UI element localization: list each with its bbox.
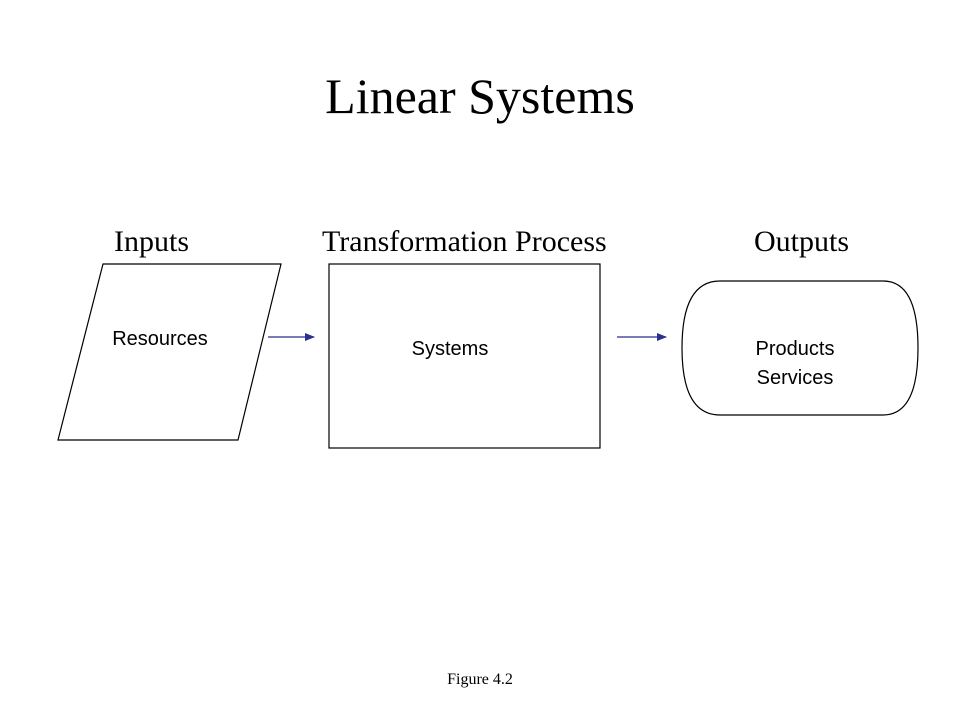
systems-label: Systems: [411, 338, 489, 360]
resources-parallelogram: [57, 263, 282, 441]
products-label: Products: [755, 338, 835, 360]
resources-label: Resources: [112, 328, 208, 350]
slide-title: Linear Systems: [325, 68, 635, 124]
services-label: Services: [756, 367, 834, 389]
outputs-terminator-shape: [681, 280, 919, 416]
systems-rectangle: [328, 263, 601, 449]
figure-caption: Figure 4.2: [447, 671, 513, 688]
inputs-heading: Inputs: [114, 225, 189, 258]
outputs-heading: Outputs: [754, 225, 850, 258]
transformation-process-heading: Transformation Process: [322, 225, 607, 258]
